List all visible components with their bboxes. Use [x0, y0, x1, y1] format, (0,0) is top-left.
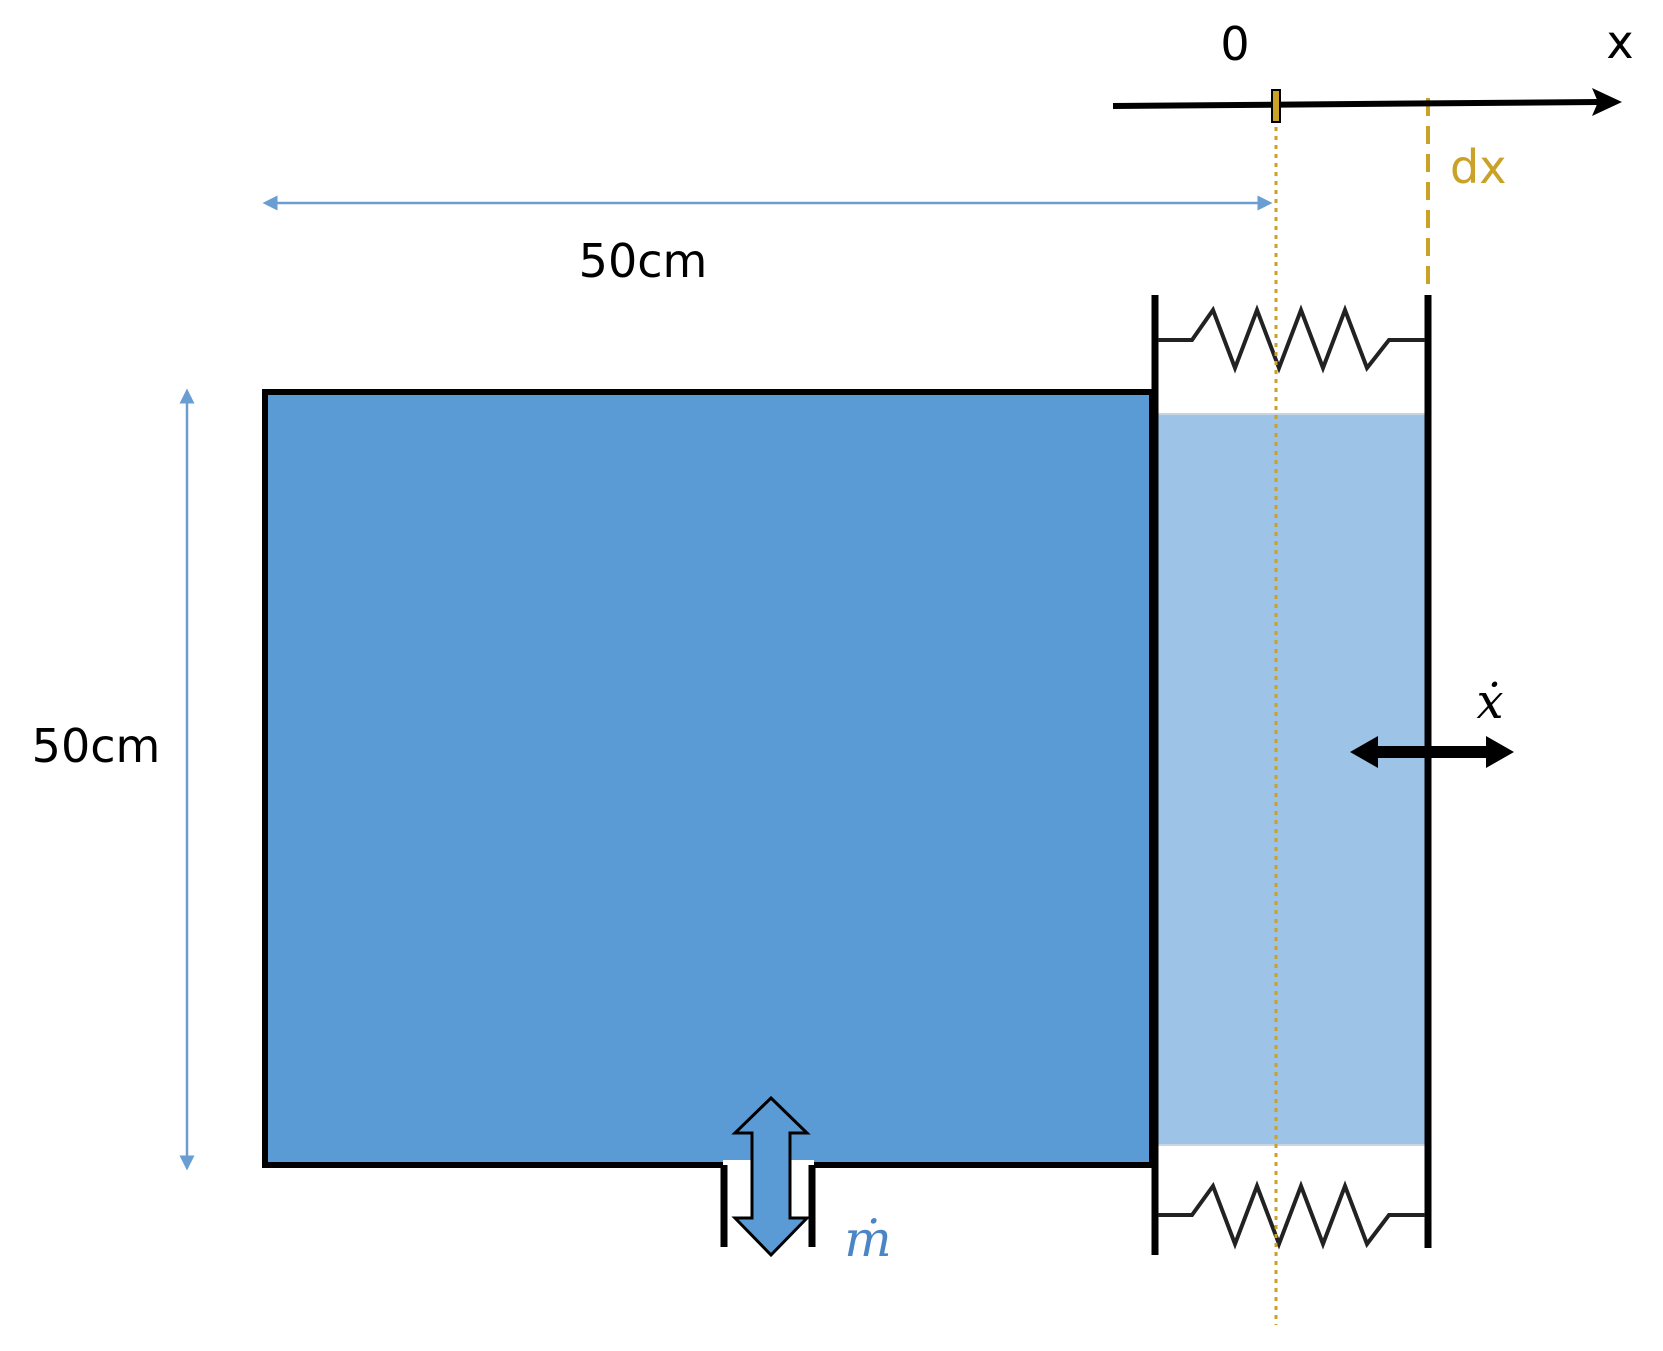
velocity-arrow [1350, 736, 1514, 768]
height-label: 50cm [32, 719, 161, 773]
origin-tick [1271, 89, 1281, 123]
velocity-label: ẋ [1476, 674, 1503, 730]
mass-flow-arrow [731, 1095, 811, 1258]
x-axis-label: x [1606, 15, 1633, 69]
origin-label: 0 [1220, 17, 1249, 71]
x-axis-arrowhead [1592, 88, 1622, 116]
mass-flow-label: ṁ [844, 1210, 891, 1268]
dx-label: dx [1450, 140, 1506, 194]
extension-chamber [1155, 414, 1425, 1145]
spring-top [1158, 304, 1425, 374]
spring-bottom [1158, 1180, 1425, 1250]
tank-body [262, 389, 1155, 1168]
width-label: 50cm [579, 234, 708, 288]
x-axis [1112, 99, 1601, 109]
